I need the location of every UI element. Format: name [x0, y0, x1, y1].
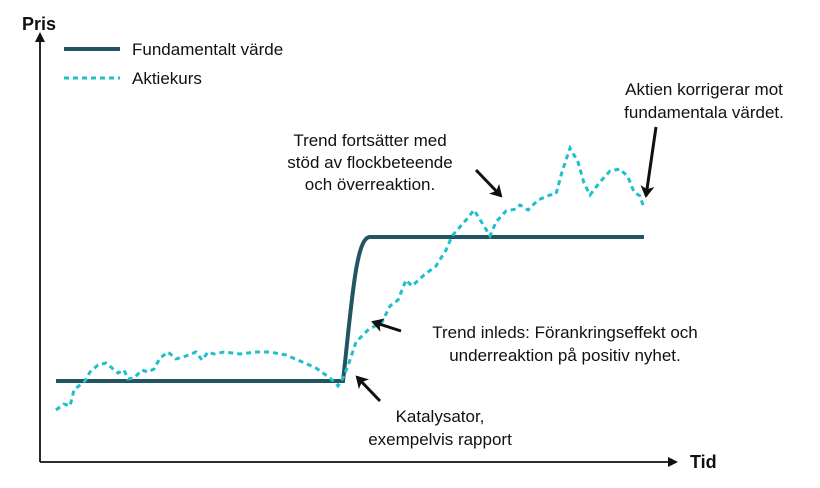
annotation-line: Aktien korrigerar mot — [625, 80, 783, 99]
stock-price-line — [55, 144, 646, 412]
fundamental-value-line — [56, 235, 644, 383]
annotation-line: fundamentala värdet. — [624, 103, 784, 122]
annotation-line: underreaktion på positiv nyhet. — [449, 346, 681, 365]
annotation-line: Trend fortsätter med — [293, 131, 446, 150]
arrow-trend-continues — [474, 168, 503, 198]
legend-label-price: Aktiekurs — [132, 69, 202, 88]
annotation-correction: Aktien korrigerar mot fundamentala värde… — [624, 80, 784, 122]
arrow-catalyst — [355, 375, 382, 403]
annotation-line: och överreaktion. — [305, 175, 435, 194]
annotation-line: Trend inleds: Förankringseffekt och — [432, 323, 698, 342]
arrow-trend-starts — [371, 318, 402, 333]
legend-label-fundamental: Fundamentalt värde — [132, 40, 283, 59]
annotation-trend-continues: Trend fortsätter med stöd av flockbeteen… — [287, 131, 452, 194]
annotation-trend-starts: Trend inleds: Förankringseffekt och unde… — [432, 323, 698, 365]
arrow-correction — [640, 126, 658, 198]
legend: Fundamentalt värde Aktiekurs — [64, 40, 283, 88]
annotation-line: Katalysator, — [396, 407, 485, 426]
x-axis-label: Tid — [690, 452, 717, 472]
annotation-line: stöd av flockbeteende — [287, 153, 452, 172]
annotation-catalyst: Katalysator, exempelvis rapport — [368, 407, 512, 449]
y-axis-label: Pris — [22, 14, 56, 34]
annotation-line: exempelvis rapport — [368, 430, 512, 449]
